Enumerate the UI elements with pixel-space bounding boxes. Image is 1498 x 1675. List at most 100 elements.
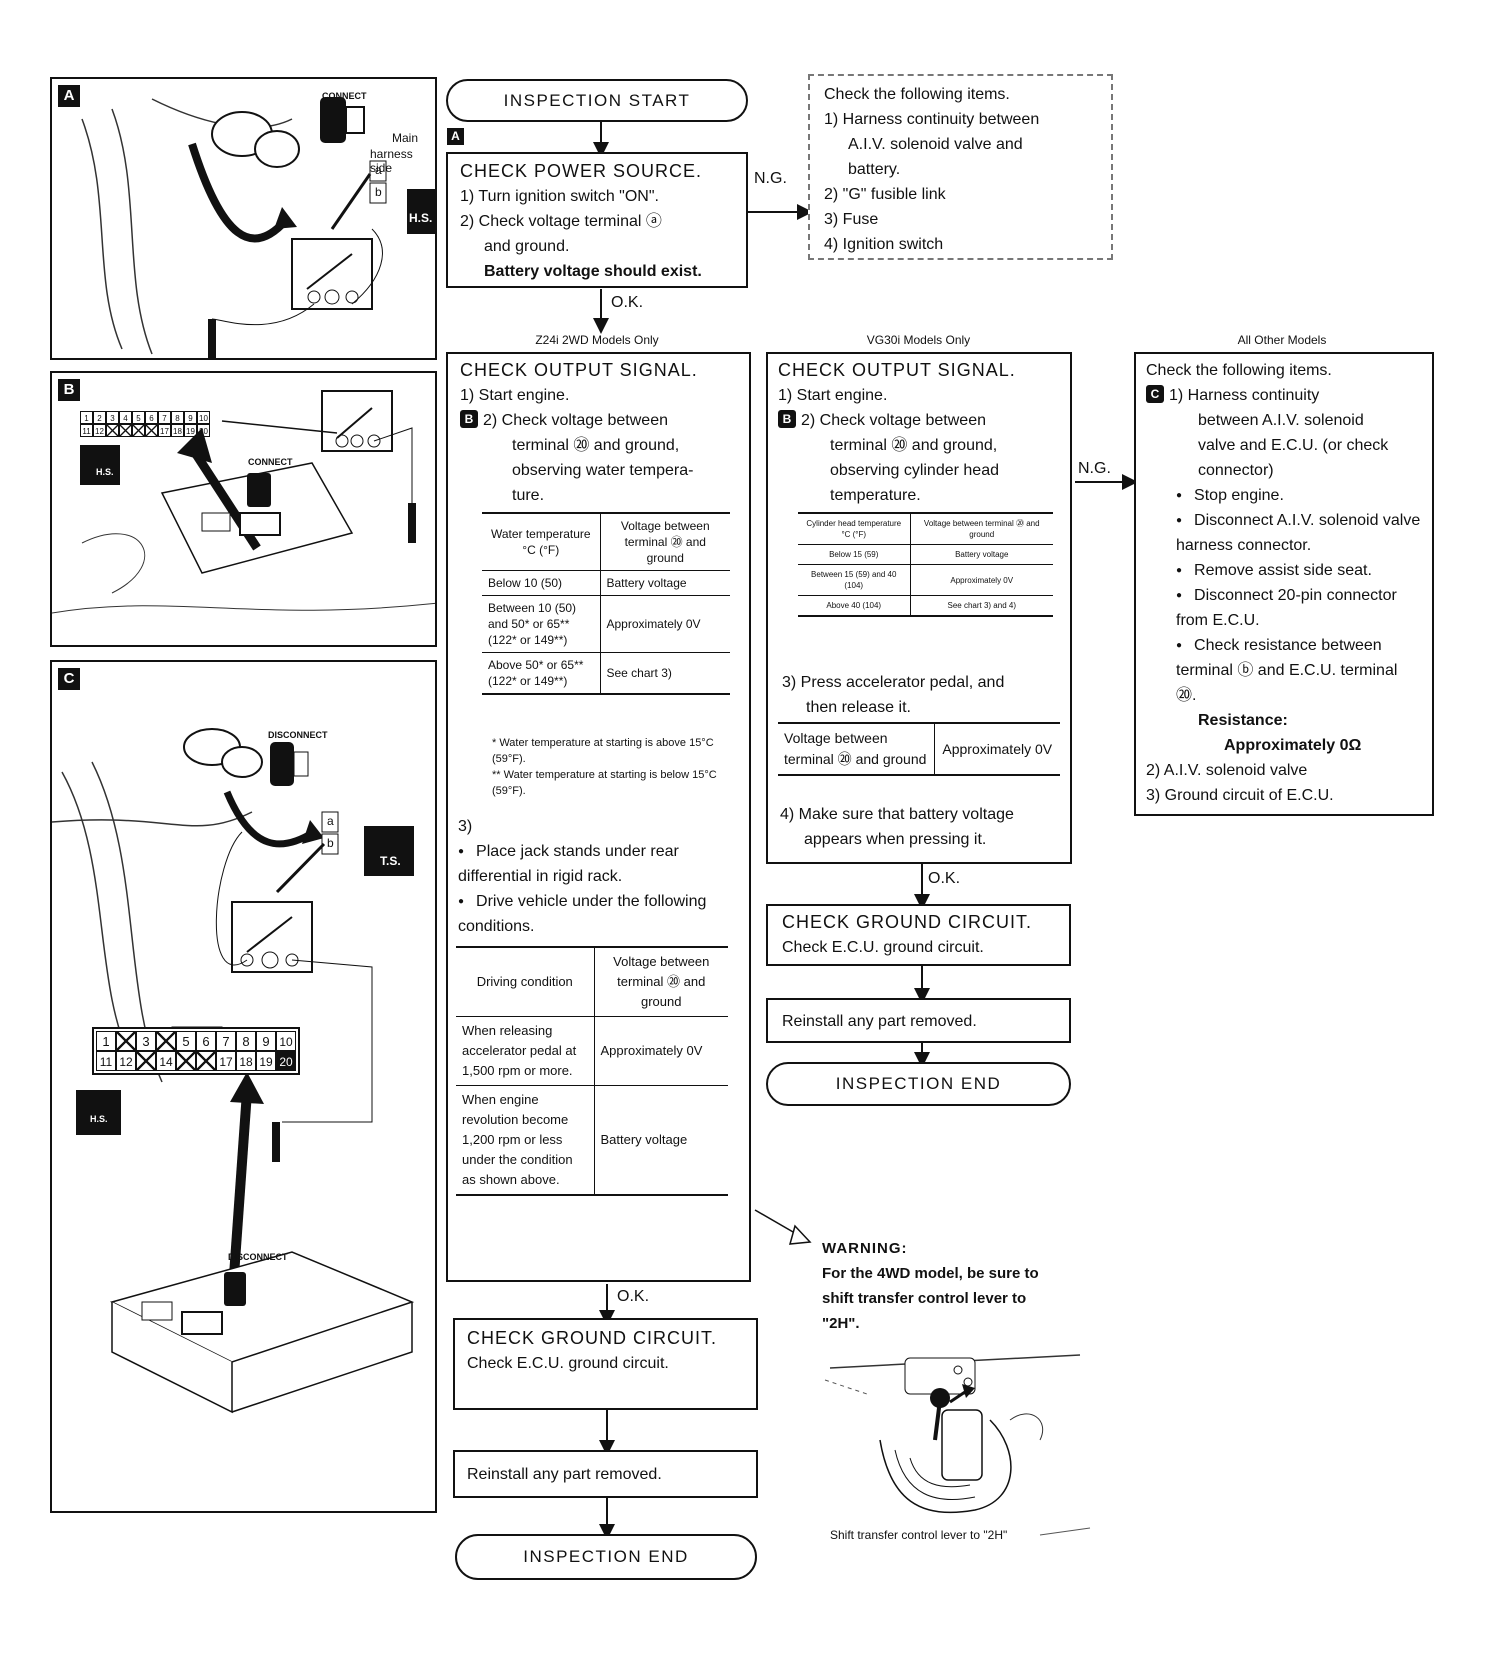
pin: 12 — [93, 424, 106, 437]
pin: 4 — [119, 411, 132, 424]
vg30-step4-line: 4) Make sure that battery voltage — [780, 806, 1014, 823]
pin-empty — [145, 424, 158, 437]
figure-a-illustration — [81, 97, 435, 358]
vg30-check-ground-box: CHECK GROUND CIRCUIT. Check E.C.U. groun… — [766, 904, 1071, 966]
table-cell: Approximately 0V — [599, 595, 730, 653]
z24-water-temp-table: Water temperature °C (°F) Voltage betwee… — [482, 512, 730, 695]
check-power-source-box: CHECK POWER SOURCE. 1) Turn ignition swi… — [446, 152, 748, 288]
z24-step: ture. — [512, 487, 545, 504]
column-label-z24: Z24i 2WD Models Only — [535, 333, 659, 347]
z24-tag-b: B — [460, 410, 478, 428]
pin: 14 — [156, 1051, 176, 1071]
table-cell: See chart 3) — [599, 652, 730, 695]
other-item: 3) Ground circuit of E.C.U. — [1146, 787, 1334, 804]
z24-step: 1) Start engine. — [460, 387, 570, 404]
table-header: Voltage between terminal ⑳ and ground — [593, 946, 728, 1017]
pin: 17 — [158, 424, 171, 437]
pin: 5 — [176, 1031, 196, 1051]
bullet-item: Remove assist side seat. — [1146, 558, 1422, 583]
resistance-value: Approximately 0Ω — [1224, 737, 1362, 754]
other-item: valve and E.C.U. (or check — [1198, 437, 1389, 454]
z24-title: CHECK OUTPUT SIGNAL. — [460, 360, 698, 380]
vg30-step4-line: appears when pressing it. — [804, 831, 987, 848]
pin-empty — [136, 1051, 156, 1071]
warning-line: For the 4WD model, be sure to — [822, 1265, 1039, 1282]
pin: 3 — [136, 1031, 156, 1051]
hs-badge: H.S. — [409, 211, 433, 225]
table-cell: Above 50* or 65** (122* or 149**) — [482, 652, 600, 695]
figure-b-panel: B 1 2 3 4 5 6 7 8 9 10 11 12 17 18 19 20 — [50, 371, 437, 647]
reinstall-text: Reinstall any part removed. — [467, 1466, 662, 1483]
pin: 1 — [80, 411, 93, 424]
vg30-step3-line: then release it. — [806, 699, 911, 716]
z24-check-ground-box: CHECK GROUND CIRCUIT. Check E.C.U. groun… — [453, 1318, 758, 1410]
pin: 8 — [171, 411, 184, 424]
transfer-lever-caption: Shift transfer control lever to "2H" — [830, 1528, 1008, 1542]
vg30-step4: 4) Make sure that battery voltage appear… — [780, 802, 1065, 852]
ts-badge: T.S. — [380, 854, 401, 868]
z24-step: observing water tempera- — [512, 462, 694, 479]
note: ** Water temperature at starting is belo… — [492, 769, 717, 797]
z24-step: terminal ⑳ and ground, — [512, 437, 680, 454]
column-label-vg30: VG30i Models Only — [866, 333, 971, 347]
vg30-voltage-table: Voltage between terminal ⑳ and ground Ap… — [778, 722, 1060, 776]
pin-empty — [132, 424, 145, 437]
table-header: Voltage between terminal ⑳ and ground — [599, 512, 730, 571]
ng-item: 1) Harness continuity between — [824, 111, 1040, 128]
step-tag-a: A — [447, 128, 464, 145]
z24-notes: * Water temperature at starting is above… — [492, 735, 732, 799]
pin: 11 — [80, 424, 93, 437]
warning-line: shift transfer control lever to — [822, 1290, 1027, 1307]
bullet-item: Stop engine. — [1146, 483, 1422, 508]
pin: 3 — [106, 411, 119, 424]
table-cell: Battery voltage — [593, 1085, 728, 1196]
pin: 5 — [132, 411, 145, 424]
power-step: 1) Turn ignition switch "ON". — [460, 188, 659, 205]
ok-label: O.K. — [611, 294, 644, 311]
ng-item: 2) "G" fusible link — [824, 186, 946, 203]
pin: 2 — [93, 411, 106, 424]
reinstall-text: Reinstall any part removed. — [782, 1013, 977, 1030]
other-item: 1) Harness continuity — [1169, 387, 1320, 404]
other-tag-c: C — [1146, 385, 1164, 403]
table-cell: Below 10 (50) — [482, 570, 600, 596]
connector-20pin-c: 1 3 5 6 7 8 9 10 11 12 14 17 18 19 20 — [92, 1027, 300, 1075]
ground-line: Check E.C.U. ground circuit. — [782, 939, 984, 956]
pin: 18 — [236, 1051, 256, 1071]
main-label: Main — [392, 131, 419, 145]
ng-item: Check the following items. — [824, 86, 1010, 103]
check-power-title: CHECK POWER SOURCE. — [460, 161, 703, 181]
vg30-title: CHECK OUTPUT SIGNAL. — [778, 360, 1016, 380]
column-label-other: All Other Models — [1237, 333, 1327, 347]
vg30-step3-line: 3) Press accelerator pedal, and — [782, 674, 1005, 691]
connect-label: CONNECT — [248, 457, 293, 467]
warning-block: WARNING: For the 4WD model, be sure to s… — [822, 1236, 1102, 1336]
bullet-item: Place jack stands under rear differentia… — [458, 839, 738, 889]
ok-label: O.K. — [617, 1288, 650, 1305]
pin-empty — [156, 1031, 176, 1051]
power-ng-box: Check the following items. 1) Harness co… — [808, 74, 1113, 260]
figure-c-panel: C DISCONNECT a b T.S. — [50, 660, 437, 1513]
figure-a-tag: A — [58, 85, 80, 107]
table-cell: Between 10 (50) and 50* or 65** (122* or… — [482, 595, 600, 653]
pin: 11 — [96, 1051, 116, 1071]
pin: 12 — [116, 1051, 136, 1071]
resistance-label: Resistance: — [1198, 712, 1288, 729]
ok-label: O.K. — [928, 870, 961, 887]
warning-line: "2H". — [822, 1315, 860, 1332]
z24-step3: 3) Place jack stands under rear differen… — [458, 814, 738, 939]
ground-title: CHECK GROUND CIRCUIT. — [782, 912, 1033, 932]
vg30-tag-b: B — [778, 410, 796, 428]
terminal-b-label: b — [375, 185, 382, 199]
other-item: 2) A.I.V. solenoid valve — [1146, 762, 1308, 779]
pin: 6 — [145, 411, 158, 424]
figure-c-illustration — [52, 728, 415, 1414]
power-step: 2) Check voltage terminal ⓐ — [460, 213, 662, 230]
step3-label: 3) — [458, 818, 473, 835]
power-step: and ground. — [484, 238, 570, 255]
table-header: Cylinder head temperature °C (°F) — [798, 512, 910, 545]
figure-b-tag: B — [58, 379, 80, 401]
pin: 1 — [96, 1031, 116, 1051]
